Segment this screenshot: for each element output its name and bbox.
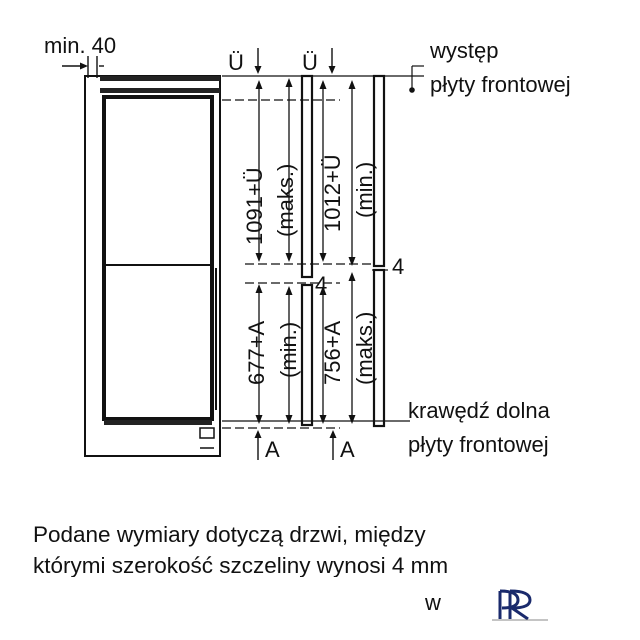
u-label-right: Ü — [302, 50, 318, 75]
min-40-dimension — [62, 56, 104, 78]
dim-upper-left-value: 1091+Ü — [242, 167, 267, 245]
footer-fragment: w — [425, 590, 441, 615]
a-arrow-right — [329, 430, 337, 460]
gap-label-mid: 4 — [315, 272, 327, 297]
reference-lines — [222, 75, 424, 429]
brand-logo — [492, 589, 548, 621]
min-40-label: min. 40 — [44, 33, 116, 58]
u-label-left: Ü — [228, 50, 244, 75]
dim-lower-right-value: 756+A — [320, 320, 345, 385]
door-panels — [300, 74, 386, 428]
gap-label-right: 4 — [392, 254, 404, 279]
overhang-leader — [409, 65, 424, 93]
note-line-1: Podane wymiary dotyczą drzwi, między — [33, 522, 426, 547]
a-arrow-left — [254, 430, 262, 460]
dim-lower-left-note: (min.) — [276, 322, 301, 378]
dimension-arrows — [255, 78, 356, 424]
dim-lower-left-value: 677+A — [244, 320, 269, 385]
u-arrow-left — [254, 48, 262, 74]
dim-lower-right-note: (maks.) — [352, 312, 377, 385]
a-label-left: A — [265, 437, 280, 462]
dimensions-note: Podane wymiary dotyczą drzwi, między któ… — [33, 519, 613, 577]
u-arrow-right — [328, 48, 336, 74]
dim-upper-right-value: 1012+Ü — [320, 154, 345, 232]
a-label-right: A — [340, 437, 355, 462]
dim-upper-right-note: (min.) — [352, 162, 377, 218]
dim-upper-left-note: (maks.) — [273, 164, 298, 237]
bottom-edge-label-line2: płyty frontowej — [408, 432, 549, 457]
overhang-label-line2: płyty frontowej — [430, 72, 571, 97]
bottom-edge-label-line1: krawędź dolna — [408, 398, 551, 423]
overhang-label-line1: występ — [429, 38, 498, 63]
appliance-niche — [84, 75, 221, 457]
note-line-2: którymi szerokość szczeliny wynosi 4 mm — [33, 553, 449, 577]
